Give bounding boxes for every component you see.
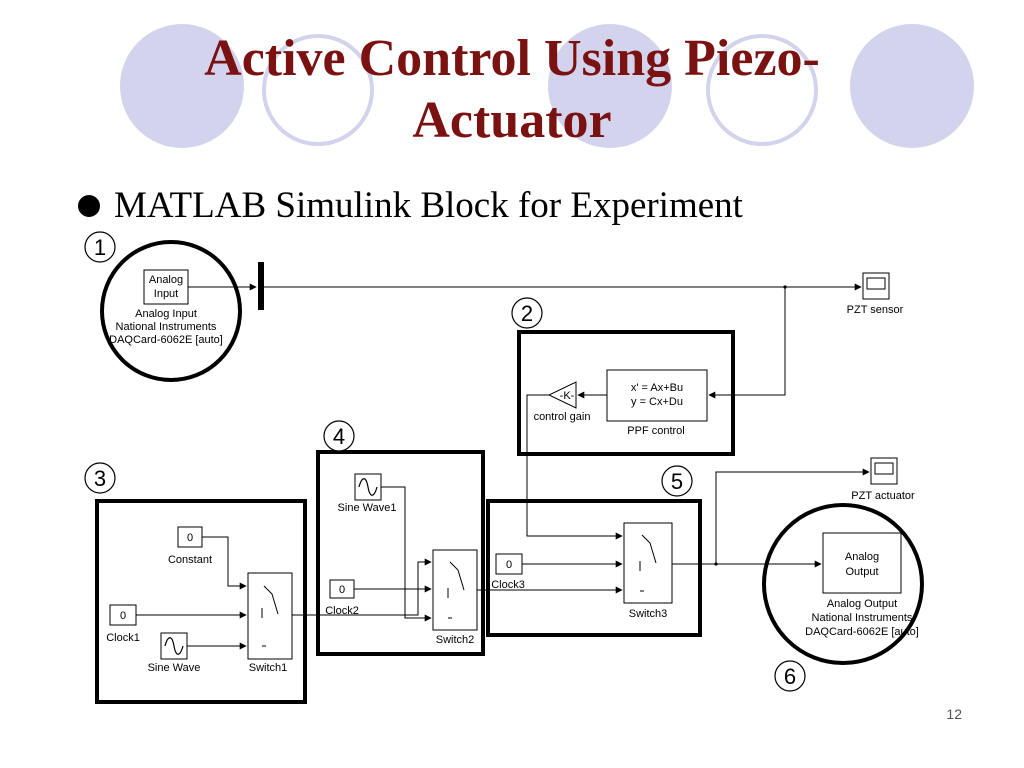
analog-input-caption-vendor: National Instruments (116, 321, 217, 333)
sine-wave1-block[interactable] (354, 473, 382, 501)
bullet-item: MATLAB Simulink Block for Experiment (78, 183, 743, 229)
switch1-block[interactable] (247, 572, 293, 660)
sine-wave-icon (164, 637, 184, 655)
clock3-block[interactable]: 0 (495, 553, 523, 575)
decor-circle-3 (850, 24, 974, 148)
decor-circle-2 (548, 24, 672, 148)
callout-5: 5 (661, 465, 693, 497)
callout-6: 6 (774, 660, 806, 692)
title-line-1: Active Control Using Piezo- (204, 30, 820, 87)
junction-dot (714, 562, 718, 566)
constant-caption: Constant (168, 554, 212, 566)
callout-2: 2 (511, 297, 543, 329)
analog-output-caption-vendor: National Instruments (812, 612, 913, 624)
switch3-caption: Switch3 (629, 608, 668, 620)
callout-1: 1 (84, 231, 116, 263)
svg-text:0: 0 (120, 610, 126, 622)
control-gain-block[interactable]: -K- (547, 381, 577, 409)
clock1-caption: Clock1 (106, 632, 140, 644)
svg-text:x' = Ax+Bu: x' = Ax+Bu (631, 382, 683, 394)
group-frame-switch2 (316, 450, 485, 656)
constant-block[interactable]: 0 (177, 526, 203, 548)
svg-text:3: 3 (94, 466, 106, 491)
group-circle-analog-output (762, 503, 924, 665)
svg-text:Analog: Analog (845, 551, 879, 563)
group-frame-ppf (517, 330, 735, 456)
ppf-control-block[interactable]: x' = Ax+Bu y = Cx+Du (606, 369, 708, 422)
mux-bar[interactable] (258, 262, 264, 310)
decor-ring-1 (262, 34, 374, 146)
analog-output-caption: Analog Output (827, 598, 897, 610)
clock2-block[interactable]: 0 (329, 579, 355, 599)
decor-circle-1 (120, 24, 244, 148)
analog-input-block[interactable]: Analog Input (143, 269, 189, 305)
sine-wave1-caption: Sine Wave1 (338, 502, 397, 514)
svg-text:6: 6 (784, 664, 796, 689)
switch1-caption: Switch1 (249, 662, 288, 674)
pzt-sensor-scope[interactable] (862, 272, 890, 300)
junction-dot (783, 285, 787, 289)
clock2-caption: Clock2 (325, 605, 359, 617)
slide-title: Active Control Using Piezo- Actuator (0, 28, 1024, 152)
clock3-caption: Clock3 (491, 579, 525, 591)
analog-output-caption-device: DAQCard-6062E [auto] (805, 626, 919, 638)
svg-text:Output: Output (845, 566, 878, 578)
sine-wave-icon (358, 478, 378, 496)
title-line-2: Actuator (412, 92, 612, 149)
switch2-caption: Switch2 (436, 634, 475, 646)
svg-text:0: 0 (187, 532, 193, 544)
analog-input-caption-device: DAQCard-6062E [auto] (109, 334, 223, 346)
switch3-block[interactable] (623, 522, 673, 604)
decor-ring-2 (706, 34, 818, 146)
page-number: 12 (946, 706, 962, 722)
control-gain-caption: control gain (534, 411, 591, 423)
scope-icon (866, 277, 886, 290)
svg-text:0: 0 (339, 584, 345, 596)
svg-text:y = Cx+Du: y = Cx+Du (631, 396, 683, 408)
group-frame-switch3 (486, 499, 702, 637)
scope-icon (874, 462, 894, 475)
ppf-control-caption: PPF control (627, 425, 684, 437)
svg-text:5: 5 (671, 469, 683, 494)
callout-3: 3 (84, 462, 116, 494)
analog-output-block[interactable]: Analog Output (822, 532, 902, 594)
bullet-text: MATLAB Simulink Block for Experiment (114, 185, 743, 226)
svg-text:0: 0 (506, 559, 512, 571)
sine-wave-caption: Sine Wave (148, 662, 201, 674)
callout-4: 4 (323, 420, 355, 452)
pzt-actuator-scope[interactable] (870, 457, 898, 485)
svg-text:2: 2 (521, 301, 533, 326)
group-circle-analog-input (100, 240, 242, 382)
sine-wave-block[interactable] (160, 632, 188, 660)
svg-text:4: 4 (333, 424, 345, 449)
svg-text:Input: Input (154, 288, 178, 300)
pzt-sensor-caption: PZT sensor (847, 304, 904, 316)
pzt-actuator-caption: PZT actuator (851, 490, 915, 502)
svg-text:Analog: Analog (149, 274, 183, 286)
bullet-dot-icon (78, 194, 100, 217)
clock1-block[interactable]: 0 (109, 604, 137, 626)
svg-text:-K-: -K- (560, 390, 575, 402)
switch2-block[interactable] (432, 549, 478, 631)
signal-wires (136, 283, 870, 650)
svg-text:1: 1 (94, 235, 106, 260)
analog-input-caption: Analog Input (135, 308, 197, 320)
group-frame-switch1 (95, 499, 307, 704)
